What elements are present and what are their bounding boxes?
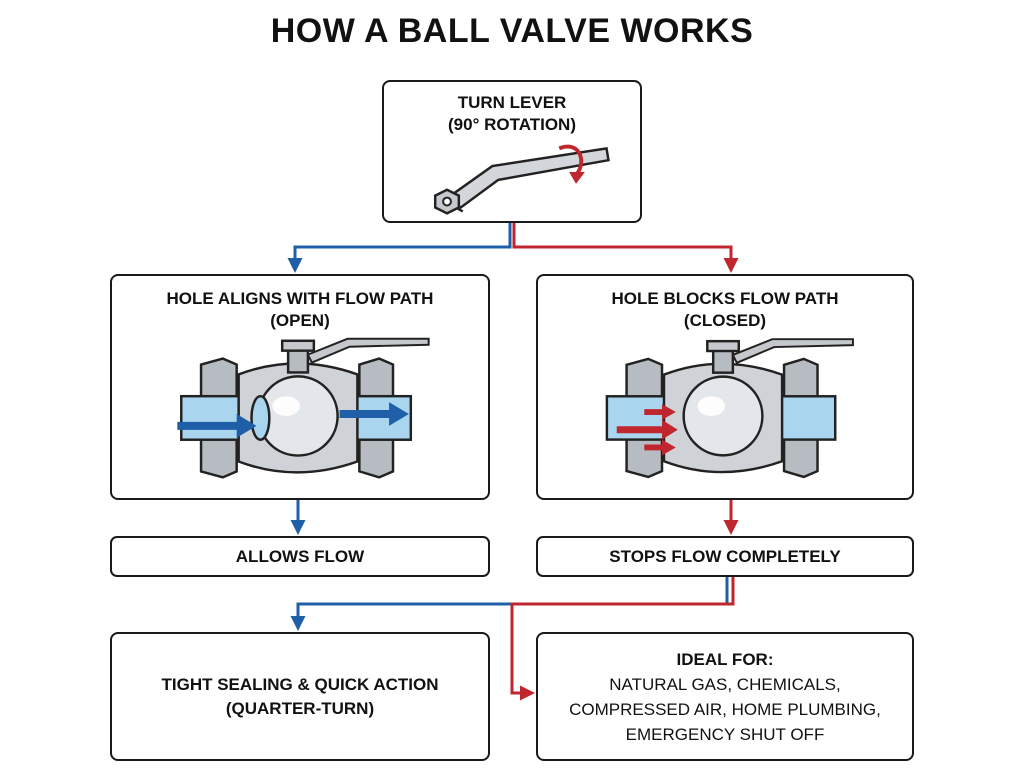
ideal-heading: IDEAL FOR: [676,649,774,669]
benefit-line-2: (QUARTER-TURN) [225,698,375,718]
closed-valve-illustration [605,338,854,479]
lever-title: TURN LEVER [457,93,567,112]
connector-lever-to-open [287,222,512,273]
open-valve-box: HOLE ALIGNS WITH FLOW PATH (OPEN) [110,274,490,500]
open-subtitle: (OPEN) [270,311,330,330]
ideal-line-1: NATURAL GAS, CHEMICALS, [609,674,841,694]
benefit-line-1: TIGHT SEALING & QUICK ACTION [161,674,439,694]
lever-subtitle: (90° ROTATION) [448,115,576,134]
connector-to-ideal [510,577,735,701]
benefit-box: TIGHT SEALING & QUICK ACTION (QUARTER-TU… [110,632,490,761]
stops-flow-label: STOPS FLOW COMPLETELY [536,536,914,577]
lever-handle-icon [433,144,610,215]
closed-title: HOLE BLOCKS FLOW PATH [611,289,839,308]
ideal-box: IDEAL FOR: NATURAL GAS, CHEMICALS, COMPR… [536,632,914,761]
allows-flow-label: ALLOWS FLOW [110,536,490,577]
page-title: HOW A BALL VALVE WORKS [270,12,754,50]
ideal-line-3: EMERGENCY SHUT OFF [625,724,825,744]
open-title: HOLE ALIGNS WITH FLOW PATH [166,289,434,308]
closed-valve-box: HOLE BLOCKS FLOW PATH (CLOSED) [536,274,914,500]
lever-box: TURN LEVER (90° ROTATION) [382,80,642,223]
connector-lever-to-closed [512,222,739,273]
ideal-line-2: COMPRESSED AIR, HOME PLUMBING, [569,699,881,719]
closed-subtitle: (CLOSED) [683,311,767,330]
open-valve-illustration [177,337,430,479]
